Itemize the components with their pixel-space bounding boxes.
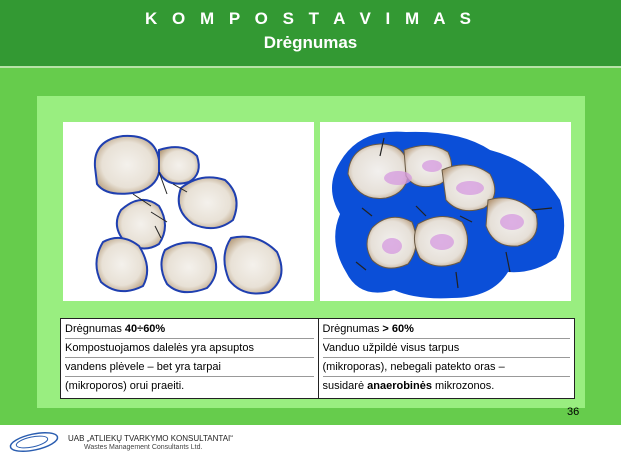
- company-name-en: Wastes Management Consultants Ltd.: [84, 444, 202, 451]
- left-line-3: (mikroporos) orui praeiti.: [65, 377, 314, 395]
- right-heading-value: > 60%: [382, 323, 414, 335]
- comparison-table: Drėgnumas 40÷60% Kompostuojamos dalelės …: [60, 318, 575, 399]
- right-line-2: (mikroporas), nebegali patekto oras –: [323, 358, 571, 377]
- right-heading: Drėgnumas > 60%: [323, 320, 571, 339]
- anaerobic-term: anaerobinės: [367, 380, 432, 392]
- left-line-1: Kompostuojamos dalelės yra apsuptos: [65, 339, 314, 358]
- slide-footer: UAB „ATLIEKŲ TVARKYMO KONSULTANTAI“ Wast…: [0, 425, 621, 461]
- left-line-2: vandens plėvele – bet yra tarpai: [65, 358, 314, 377]
- slide-subtitle: Drėgnumas: [0, 33, 621, 53]
- left-heading: Drėgnumas 40÷60%: [65, 320, 314, 339]
- right-line-3: susidarė anaerobinės mikrozonos.: [323, 377, 571, 395]
- slide-header: K O M P O S T A V I M A S Drėgnumas: [0, 0, 621, 68]
- left-column: Drėgnumas 40÷60% Kompostuojamos dalelės …: [61, 319, 318, 398]
- company-logo: [6, 427, 62, 457]
- right-line-1: Vanduo užpildė visus tarpus: [323, 339, 571, 358]
- left-heading-value: 40÷60%: [125, 323, 165, 335]
- page-number: 36: [567, 406, 579, 418]
- slide-title: K O M P O S T A V I M A S: [0, 9, 621, 29]
- right-column: Drėgnumas > 60% Vanduo užpildė visus tar…: [318, 319, 575, 398]
- company-name: UAB „ATLIEKŲ TVARKYMO KONSULTANTAI“: [68, 434, 233, 443]
- moist-particles-illustration: [63, 122, 314, 301]
- saturated-particles-illustration: [320, 122, 571, 301]
